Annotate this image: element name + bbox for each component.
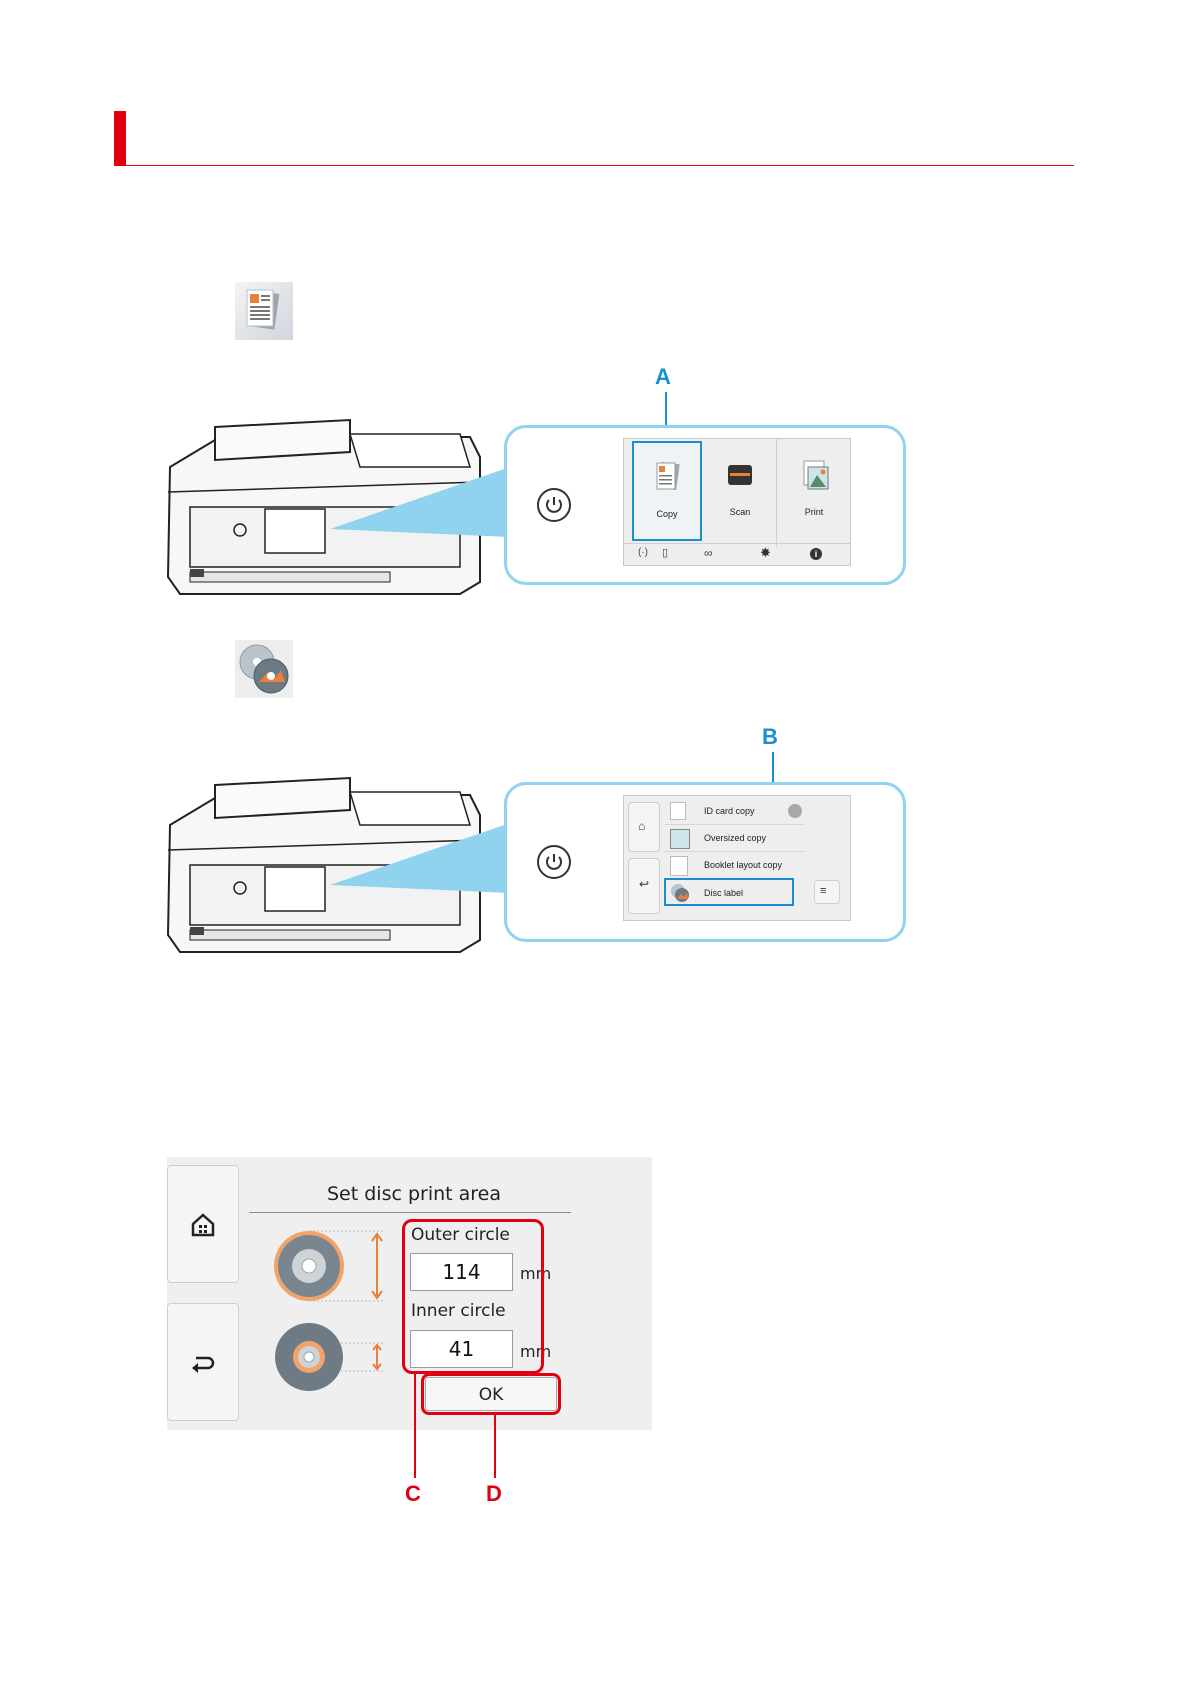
disc-print-area-screen: Set disc print area Outer circle mm Inne… <box>167 1157 652 1430</box>
tile-print-label: Print <box>778 507 850 517</box>
touch-screen: ⌂ ↩ ID card copy Oversized copy Booklet … <box>623 795 851 921</box>
menu-item-disc-label[interactable]: Disc label <box>664 878 794 906</box>
scroll-up-button[interactable] <box>788 804 802 818</box>
wifi-icon[interactable]: (·) <box>638 547 648 558</box>
tile-scan[interactable]: Scan <box>704 441 776 541</box>
tile-divider <box>776 439 777 547</box>
screen-title: Set disc print area <box>327 1183 501 1205</box>
header-divider <box>114 165 1074 166</box>
id-card-copy-icon <box>670 802 686 820</box>
menu-item-oversized-copy[interactable]: Oversized copy <box>664 825 804 852</box>
disc-label-icon <box>235 640 293 698</box>
back-icon <box>190 1354 216 1374</box>
oversized-copy-icon <box>670 829 690 849</box>
control-panel-home: Copy Scan Print (·) ▯ ∞ ✸ i <box>504 425 906 585</box>
info-icon[interactable]: i <box>810 548 822 560</box>
status-bar: (·) ▯ ∞ ✸ i <box>624 543 850 566</box>
callout-d: D <box>486 1481 502 1507</box>
settings-button[interactable]: ≡ <box>814 880 840 904</box>
back-button[interactable] <box>167 1303 239 1421</box>
callout-d-leader <box>494 1415 496 1478</box>
menu-item-label: Booklet layout copy <box>704 860 782 870</box>
power-icon <box>539 490 569 520</box>
link-icon[interactable]: ∞ <box>704 546 713 560</box>
outer-circle-diagram <box>273 1227 393 1303</box>
tile-print[interactable]: Print <box>778 441 850 541</box>
callout-c: C <box>405 1481 421 1507</box>
settings-list-icon: ≡ <box>820 885 826 897</box>
home-button[interactable] <box>167 1165 239 1283</box>
gear-icon[interactable]: ✸ <box>760 545 771 561</box>
callout-b: B <box>762 724 778 750</box>
power-icon <box>539 847 569 877</box>
menu-item-booklet-layout-copy[interactable]: Booklet layout copy <box>664 852 804 878</box>
menu-item-id-card-copy[interactable]: ID card copy <box>664 798 804 825</box>
back-button[interactable]: ↩ <box>628 858 660 914</box>
inner-circle-diagram <box>273 1319 393 1395</box>
tile-copy-label: Copy <box>634 509 700 519</box>
control-panel-copy-menu: ⌂ ↩ ID card copy Oversized copy Booklet … <box>504 782 906 942</box>
power-button[interactable] <box>537 488 571 522</box>
ok-highlight <box>421 1373 561 1415</box>
home-button[interactable]: ⌂ <box>628 802 660 852</box>
callout-c-leader <box>414 1374 416 1478</box>
menu-item-label: Oversized copy <box>704 833 766 843</box>
power-button[interactable] <box>537 845 571 879</box>
zoom-beam <box>330 467 510 537</box>
back-icon: ↩ <box>639 877 649 891</box>
booklet-copy-icon <box>670 856 688 876</box>
scanner-icon <box>726 461 754 489</box>
photo-print-icon <box>800 459 830 491</box>
menu-item-label: ID card copy <box>704 806 755 816</box>
touch-screen: Copy Scan Print (·) ▯ ∞ ✸ i <box>623 438 851 566</box>
home-icon <box>190 1212 216 1238</box>
header-accent-bar <box>114 111 126 166</box>
title-divider <box>249 1212 571 1213</box>
tile-scan-label: Scan <box>704 507 776 517</box>
disc-label-icon <box>670 883 690 903</box>
home-icon: ⌂ <box>638 819 645 833</box>
zoom-beam <box>330 823 510 893</box>
phone-icon[interactable]: ▯ <box>662 546 668 559</box>
copy-icon <box>235 282 293 340</box>
copy-icon <box>654 461 682 493</box>
menu-item-label: Disc label <box>704 888 743 898</box>
tile-copy[interactable]: Copy <box>632 441 702 541</box>
fields-highlight <box>402 1219 544 1374</box>
callout-a: A <box>655 364 671 390</box>
